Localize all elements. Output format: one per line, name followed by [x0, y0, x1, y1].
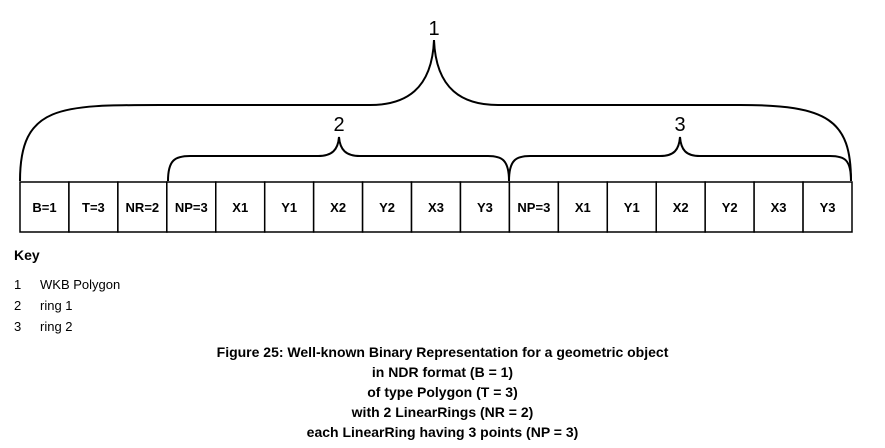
brace-ring2 [508, 136, 852, 182]
byte-cell-label: Y2 [722, 200, 738, 215]
byte-cell [606, 181, 657, 233]
caption-line: in NDR format (B = 1) [371, 364, 514, 380]
byte-cell [68, 181, 119, 233]
key-item-number: 2 [14, 298, 22, 313]
byte-cell [459, 181, 511, 233]
key-item-label: ring 1 [40, 298, 73, 313]
byte-cell-label: X2 [673, 200, 689, 215]
byte-cell [410, 181, 462, 233]
byte-cell [19, 181, 70, 233]
brace-polygon [19, 39, 852, 182]
byte-cell-label: Y3 [477, 200, 493, 215]
caption-line: each LinearRing having 3 points (NP = 3) [306, 424, 579, 440]
byte-cell [215, 181, 266, 233]
wkb-diagram: 1 2 3 B=1 T=3 NR=2 NP=3 X1 Y1 X2 Y2 X3 Y3 NP=3 X1 Y1… [19, 18, 853, 233]
byte-cell [802, 181, 853, 233]
byte-cell-label: X1 [232, 200, 248, 215]
byte-cell-label: NP=3 [517, 200, 550, 215]
figure-caption: Figure 25: Well-known Binary Representat… [0, 342, 885, 442]
brace-polygon-label: 1 [428, 18, 439, 40]
byte-cell-label: T=3 [82, 200, 105, 215]
byte-cell-label: Y3 [820, 200, 836, 215]
byte-cell-label: B=1 [32, 200, 56, 215]
byte-cell-label: NR=2 [126, 200, 160, 215]
byte-cell-label: X3 [428, 200, 444, 215]
brace-ring2-label: 3 [674, 114, 685, 136]
caption-line: of type Polygon (T = 3) [367, 384, 518, 400]
key-item-label: ring 2 [40, 319, 73, 334]
byte-cell-label: X2 [330, 200, 346, 215]
brace-ring1-label: 2 [333, 114, 344, 136]
byte-cell-label: X1 [575, 200, 591, 215]
caption-line: Figure 25: Well-known Binary Representat… [216, 344, 669, 360]
byte-cell [361, 181, 413, 233]
caption-line: with 2 LinearRings (NR = 2) [351, 404, 534, 420]
byte-cell [557, 181, 609, 233]
byte-cell-label: Y1 [281, 200, 297, 215]
byte-cell [312, 181, 364, 233]
byte-cell-label: NP=3 [175, 200, 208, 215]
byte-cell [655, 181, 706, 233]
key-item-label: WKB Polygon [40, 277, 121, 292]
byte-cell-label: Y1 [624, 200, 640, 215]
key-item: 2 ring 1 [14, 295, 120, 316]
key-list: 1 WKB Polygon 2 ring 1 3 ring 2 [14, 274, 120, 337]
key-title: Key [14, 247, 40, 263]
byte-cell-label: X3 [771, 200, 787, 215]
key-item: 3 ring 2 [14, 316, 120, 337]
byte-cells: B=1 T=3 NR=2 NP=3 X1 Y1 X2 Y2 X3 Y3 NP=3 X1 Y1 X2 Y2 X3… [19, 181, 853, 233]
key-item-number: 3 [14, 319, 22, 334]
byte-cell-label: Y2 [379, 200, 395, 215]
key-item: 1 WKB Polygon [14, 274, 120, 295]
byte-cell [263, 181, 315, 233]
brace-ring1 [167, 136, 510, 182]
byte-cell [753, 181, 804, 233]
key-item-number: 1 [14, 277, 22, 292]
byte-cell [117, 181, 168, 233]
